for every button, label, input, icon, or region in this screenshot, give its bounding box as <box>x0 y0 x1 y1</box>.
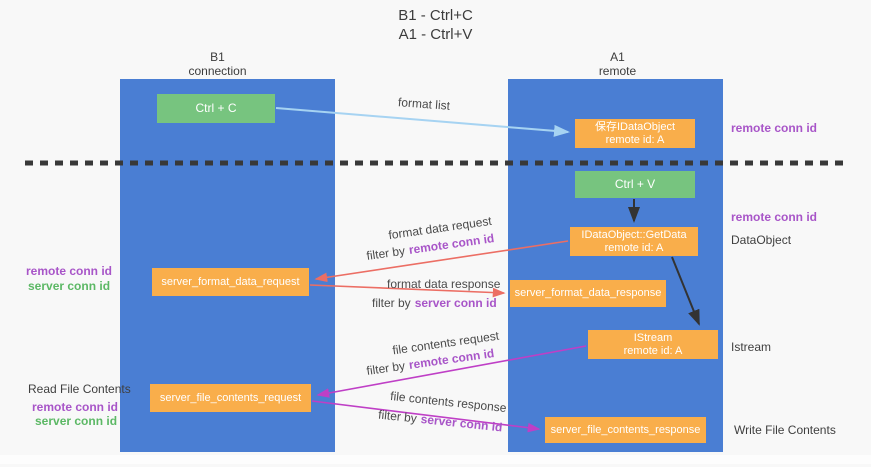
server-conn-id-annotation-left-1: server conn id <box>28 279 111 293</box>
server-conn-id-annotation-left-2: server conn id <box>35 414 118 428</box>
ctrl-v-label: Ctrl + V <box>614 177 656 191</box>
server-file-contents-request-label: server_file_contents_request <box>159 391 302 404</box>
filter-by-text-3: filter by <box>365 358 406 378</box>
node-server-format-data-request: server_format_data_request <box>152 268 309 296</box>
write-file-contents-annotation: Write File Contents <box>734 423 836 437</box>
bottom-strip <box>0 455 871 464</box>
dataobject-annotation: DataObject <box>731 233 792 247</box>
node-save-idataobject: 保存IDataObject remote id: A <box>575 119 695 148</box>
remote-conn-id-annotation-left-1: remote conn id <box>26 264 113 278</box>
remote-conn-id-annotation-top: remote conn id <box>731 121 818 135</box>
istream-annotation: Istream <box>731 340 772 354</box>
node-istream: IStream remote id: A <box>588 330 718 359</box>
lane-b1-name: B1 <box>210 50 225 64</box>
server-file-contents-response-label: server_file_contents_response <box>550 423 701 436</box>
node-server-file-contents-response: server_file_contents_response <box>545 417 706 443</box>
lane-header-b1: B1 connection <box>150 50 285 78</box>
read-file-contents-annotation: Read File Contents <box>28 382 131 396</box>
diagram-title: B1 - Ctrl+C A1 - Ctrl+V <box>0 6 871 44</box>
title-line-1: B1 - Ctrl+C <box>398 7 473 24</box>
server-format-data-response-label: server_format_data_response <box>514 287 662 299</box>
filter-by-text-1: filter by <box>365 243 406 263</box>
istream-line1: IStream <box>633 331 673 344</box>
filter-by-text-4: filter by <box>377 407 418 426</box>
remote-conn-id-annotation-mid: remote conn id <box>731 210 818 224</box>
save-idataobject-line1: 保存IDataObject <box>594 120 676 133</box>
server-conn-id-text-2: server conn id <box>420 411 504 435</box>
lane-a1-name: A1 <box>610 50 625 64</box>
node-server-format-data-response: server_format_data_response <box>510 280 666 307</box>
node-ctrl-c: Ctrl + C <box>157 94 275 123</box>
format-list-label: format list <box>397 95 451 113</box>
filter-by-text-2: filter by <box>372 296 411 310</box>
istream-line2: remote id: A <box>623 344 683 357</box>
remote-conn-id-annotation-left-2: remote conn id <box>32 400 119 414</box>
server-conn-id-text-1: server conn id <box>414 296 497 310</box>
getdata-line2: remote id: A <box>604 241 664 254</box>
save-idataobject-line2: remote id: A <box>605 133 665 146</box>
node-ctrl-v: Ctrl + V <box>575 171 695 198</box>
node-server-file-contents-request: server_file_contents_request <box>150 384 311 412</box>
format-data-response-label: format data response <box>387 277 501 291</box>
lane-b1-subtitle: connection <box>188 64 247 78</box>
node-idataobject-getdata: IDataObject::GetData remote id: A <box>570 227 698 256</box>
server-format-data-request-label: server_format_data_request <box>161 275 300 288</box>
ctrl-c-label: Ctrl + C <box>195 101 237 115</box>
title-line-2: A1 - Ctrl+V <box>398 26 473 43</box>
lane-header-a1: A1 remote <box>550 50 685 78</box>
lane-a1-subtitle: remote <box>598 64 637 78</box>
getdata-line1: IDataObject::GetData <box>581 228 687 241</box>
